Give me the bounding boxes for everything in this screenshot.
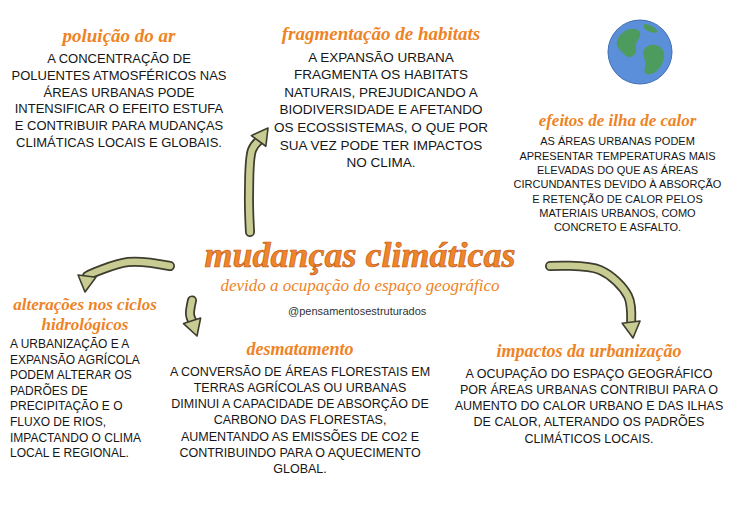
watermark: @pensamentosestruturados (288, 305, 426, 317)
globe-land (617, 29, 641, 57)
topic-heading: impactos da urbanização (452, 341, 726, 363)
topic-heading: desmatamento (169, 339, 431, 361)
topic-node: fragmentação de habitats A EXPANSÃO URBAN… (268, 20, 494, 175)
arrow-head (622, 321, 640, 338)
topic-body: A EXPANSÃO URBANA FRAGMENTA OS HABITATS … (272, 49, 490, 172)
topic-node: desmatamento A CONVERSÃO DE ÁREAS FLOREST… (165, 336, 435, 480)
arrow-outline (249, 141, 259, 232)
topic-heading: efeitos de ilha de calor (509, 111, 726, 131)
arrow-outline (87, 262, 170, 276)
arrow-outline (550, 266, 631, 322)
topic-node: efeitos de ilha de calor AS ÁREAS URBANAS… (505, 108, 730, 237)
topic-body: A OCUPAÇÃO DO ESPAÇO GEOGRÁFICO POR ÁREA… (452, 366, 726, 447)
globe-ocean (608, 20, 672, 84)
arrow-body (249, 141, 259, 232)
topic-heading: alterações nos ciclos hidrológicos (10, 295, 160, 334)
arrow-head (251, 128, 268, 146)
topic-node: alterações nos ciclos hidrológicosA URBA… (6, 292, 164, 465)
curved-arrow (184, 300, 201, 336)
central-subtitle: devido a ocupação do espaço geográfico (174, 275, 546, 297)
curved-arrow (78, 262, 170, 292)
central-title: mudanças climáticas (174, 235, 546, 275)
arrow-outline (190, 300, 192, 320)
topic-heading: fragmentação de habitats (272, 23, 490, 46)
topic-body: A CONCENTRAÇÃO DE POLUENTES ATMOSFÉRICOS… (10, 51, 228, 152)
topic-heading: poluição do ar (10, 25, 228, 48)
arrow-body (190, 300, 192, 320)
central-topic: mudanças climáticasdevido a ocupação do … (170, 232, 550, 300)
globe-land (643, 45, 664, 75)
topic-body: A URBANIZAÇÃO E A EXPANSÃO AGRÍCOLA PODE… (10, 337, 160, 462)
topic-body: AS ÁREAS URBANAS PODEM APRESENTAR TEMPER… (509, 134, 726, 234)
curved-arrow (550, 266, 640, 338)
globe-land (644, 24, 658, 33)
topic-node: impactos da urbanização A OCUPAÇÃO DO ESP… (448, 338, 730, 450)
globe-illustration (604, 16, 676, 88)
arrow-body (87, 262, 170, 276)
topic-node: poluição do ar A CONCENTRAÇÃO DE POLUENTE… (6, 22, 232, 155)
topic-body: A CONVERSÃO DE ÁREAS FLORESTAIS EM TERRA… (169, 364, 431, 478)
arrow-head (78, 275, 96, 292)
arrow-head (184, 318, 201, 336)
arrow-body (550, 266, 631, 322)
curved-arrow (249, 128, 268, 232)
